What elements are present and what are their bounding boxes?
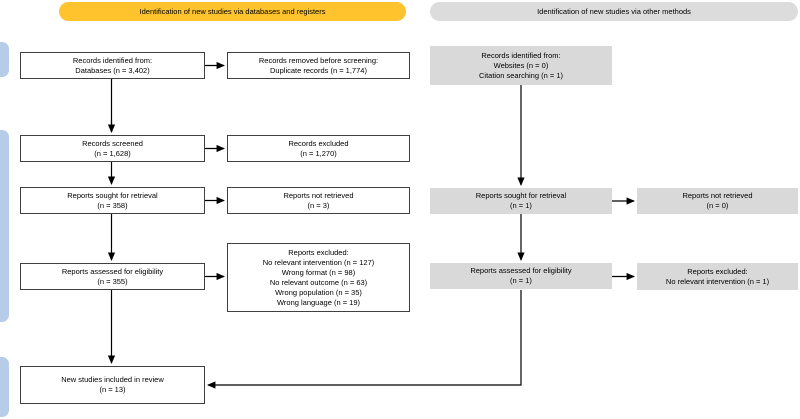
box-records-screened: Records screened (n = 1,628) — [20, 135, 205, 162]
box-records-identified-databases: Records identified from: Databases (n = … — [20, 52, 205, 79]
side-band-identification — [0, 42, 9, 77]
box-new-studies-included: New studies included in review (n = 13) — [20, 366, 205, 404]
side-band-screening — [0, 130, 9, 322]
box-reports-assessed-eligibility-other: Reports assessed for eligibility (n = 1) — [430, 263, 612, 289]
banner-other-methods: Identification of new studies via other … — [430, 2, 798, 21]
box-reports-not-retrieved: Reports not retrieved (n = 3) — [227, 187, 410, 214]
box-reports-sought-retrieval: Reports sought for retrieval (n = 358) — [20, 187, 205, 214]
box-reports-not-retrieved-other: Reports not retrieved (n = 0) — [637, 188, 798, 214]
banner-databases-registers: Identification of new studies via databa… — [59, 2, 406, 21]
box-reports-sought-retrieval-other: Reports sought for retrieval (n = 1) — [430, 188, 612, 214]
box-reports-assessed-eligibility: Reports assessed for eligibility (n = 35… — [20, 263, 205, 290]
box-records-excluded: Records excluded (n = 1,270) — [227, 135, 410, 162]
box-records-removed-before-screening: Records removed before screening: Duplic… — [227, 52, 410, 79]
box-reports-excluded-reasons: Reports excluded: No relevant interventi… — [227, 243, 410, 312]
box-reports-excluded-other: Reports excluded: No relevant interventi… — [637, 263, 798, 290]
box-records-identified-other: Records identified from: Websites (n = 0… — [430, 46, 612, 85]
side-band-included — [0, 357, 9, 417]
